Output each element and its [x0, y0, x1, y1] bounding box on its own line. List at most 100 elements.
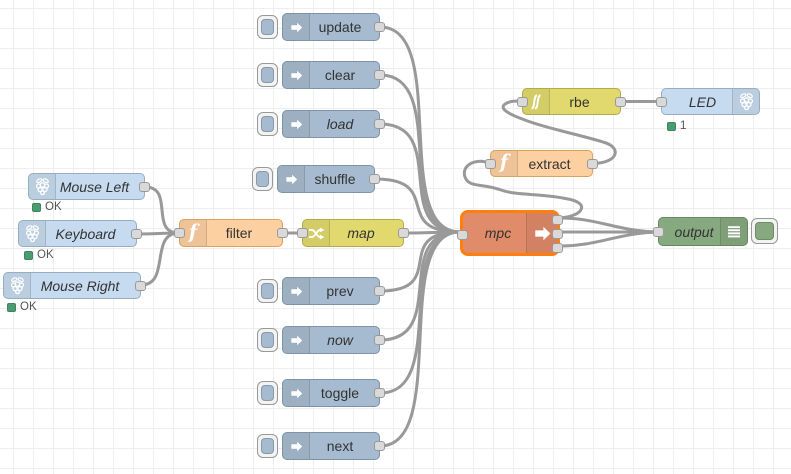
output-port[interactable]: [374, 22, 385, 32]
output-port-2[interactable]: [552, 229, 563, 239]
arrow-in-icon: [526, 213, 557, 253]
rpi-node-mouse-left[interactable]: Mouse Left: [28, 173, 150, 200]
inject-node-clear[interactable]: clear: [257, 61, 385, 89]
inject-trigger-button[interactable]: [252, 167, 273, 191]
status-text: OK: [20, 301, 37, 313]
wire-mpc1-to-extract[interactable]: [462, 159, 583, 220]
input-port[interactable]: [485, 158, 496, 169]
output-port[interactable]: [374, 388, 385, 398]
change-node-map[interactable]: map: [297, 219, 409, 247]
wire-prev-to-mpc[interactable]: [378, 230, 462, 293]
inject-node-shuffle[interactable]: shuffle: [252, 165, 380, 193]
output-port[interactable]: [374, 286, 385, 296]
output-port[interactable]: [131, 228, 142, 239]
node-label: now: [327, 332, 353, 348]
inject-node-toggle[interactable]: toggle: [257, 379, 385, 407]
mpc-node-selected[interactable]: mpc: [457, 210, 563, 256]
node-label: LED: [688, 93, 717, 110]
wire-shuffle-to-mpc[interactable]: [373, 177, 462, 234]
inject-icon: [283, 14, 310, 40]
output-port[interactable]: [369, 174, 380, 184]
inject-trigger-button[interactable]: [257, 279, 278, 303]
status-dot-icon: [32, 202, 41, 212]
input-port[interactable]: [297, 228, 308, 238]
inject-icon: [283, 380, 310, 406]
wire-now-to-mpc[interactable]: [378, 230, 462, 342]
inject-trigger-button[interactable]: [257, 328, 278, 352]
rpi-node-keyboard[interactable]: Keyboard: [18, 220, 142, 247]
debug-toggle-button-inner: [755, 222, 774, 240]
output-port[interactable]: [135, 280, 146, 291]
wire-load-to-mpc[interactable]: [378, 122, 462, 234]
debug-node-output[interactable]: output: [653, 217, 778, 246]
wire-mpc3-to-output[interactable]: [558, 230, 660, 248]
wire-mpc1-to-output[interactable]: [558, 216, 660, 234]
wire-extract-to-rbe[interactable]: [501, 99, 617, 165]
output-port[interactable]: [374, 441, 385, 451]
wire-mouse-left-to-filter[interactable]: [143, 185, 181, 235]
inject-icon: [283, 327, 310, 353]
node-label: Keyboard: [55, 225, 116, 242]
input-port[interactable]: [656, 96, 667, 107]
output-port[interactable]: [615, 96, 626, 107]
rpi-node-led[interactable]: LED: [656, 88, 760, 115]
status-text: OK: [37, 249, 54, 261]
output-port-1[interactable]: [552, 215, 563, 225]
inject-trigger-button-inner: [256, 171, 269, 187]
inject-icon: [278, 166, 305, 192]
status-dot-icon: [667, 121, 676, 131]
raspberry-pi-icon: [29, 174, 56, 199]
input-port[interactable]: [517, 96, 528, 107]
function-node-extract[interactable]: f extract: [485, 150, 598, 177]
wire-mouse-right-to-filter[interactable]: [139, 231, 181, 287]
output-port[interactable]: [277, 228, 288, 238]
node-label: update: [318, 19, 362, 35]
output-port[interactable]: [374, 70, 385, 80]
status-dot-icon: [24, 250, 33, 260]
debug-list-icon: [720, 218, 747, 245]
node-status: OK: [24, 249, 54, 261]
wire-clear-to-mpc[interactable]: [378, 73, 462, 234]
inject-trigger-button[interactable]: [257, 63, 278, 87]
inject-icon: [283, 111, 310, 137]
node-status: 1: [667, 120, 686, 132]
output-port[interactable]: [587, 158, 598, 169]
input-port[interactable]: [174, 228, 185, 238]
inject-icon: [283, 278, 310, 304]
output-port-3[interactable]: [552, 243, 563, 253]
node-status: OK: [7, 301, 37, 313]
inject-trigger-button[interactable]: [257, 381, 278, 405]
node-label: extract: [528, 155, 571, 172]
inject-trigger-button[interactable]: [257, 15, 278, 39]
inject-trigger-button-inner: [261, 438, 274, 454]
rpi-node-mouse-right[interactable]: Mouse Right: [3, 272, 146, 299]
inject-icon: [283, 433, 310, 459]
raspberry-pi-icon: [19, 221, 46, 246]
node-label: clear: [324, 67, 356, 83]
inject-node-load[interactable]: load: [257, 110, 385, 138]
inject-trigger-button[interactable]: [257, 434, 278, 458]
inject-node-next[interactable]: next: [257, 432, 385, 460]
output-port[interactable]: [374, 119, 385, 129]
inject-node-prev[interactable]: prev: [257, 277, 385, 305]
rbe-node[interactable]: rbe: [517, 88, 626, 115]
input-port[interactable]: [653, 226, 664, 237]
wire-map-to-mpc[interactable]: [402, 230, 462, 235]
wire-update-to-mpc[interactable]: [378, 25, 462, 234]
inject-trigger-button[interactable]: [257, 112, 278, 136]
node-label: Mouse Left: [59, 178, 130, 195]
output-port[interactable]: [139, 181, 150, 192]
node-label: mpc: [484, 225, 512, 241]
wire-next-to-mpc[interactable]: [378, 230, 462, 448]
input-port[interactable]: [457, 230, 468, 240]
raspberry-pi-icon: [732, 89, 759, 114]
output-port[interactable]: [398, 228, 409, 238]
debug-toggle-button[interactable]: [751, 218, 778, 244]
function-node-filter[interactable]: f filter: [174, 219, 288, 247]
output-port[interactable]: [374, 335, 385, 345]
node-label: Mouse Right: [40, 277, 120, 294]
inject-node-update[interactable]: update: [257, 13, 385, 41]
node-status: OK: [32, 201, 62, 213]
inject-node-now[interactable]: now: [257, 326, 385, 354]
